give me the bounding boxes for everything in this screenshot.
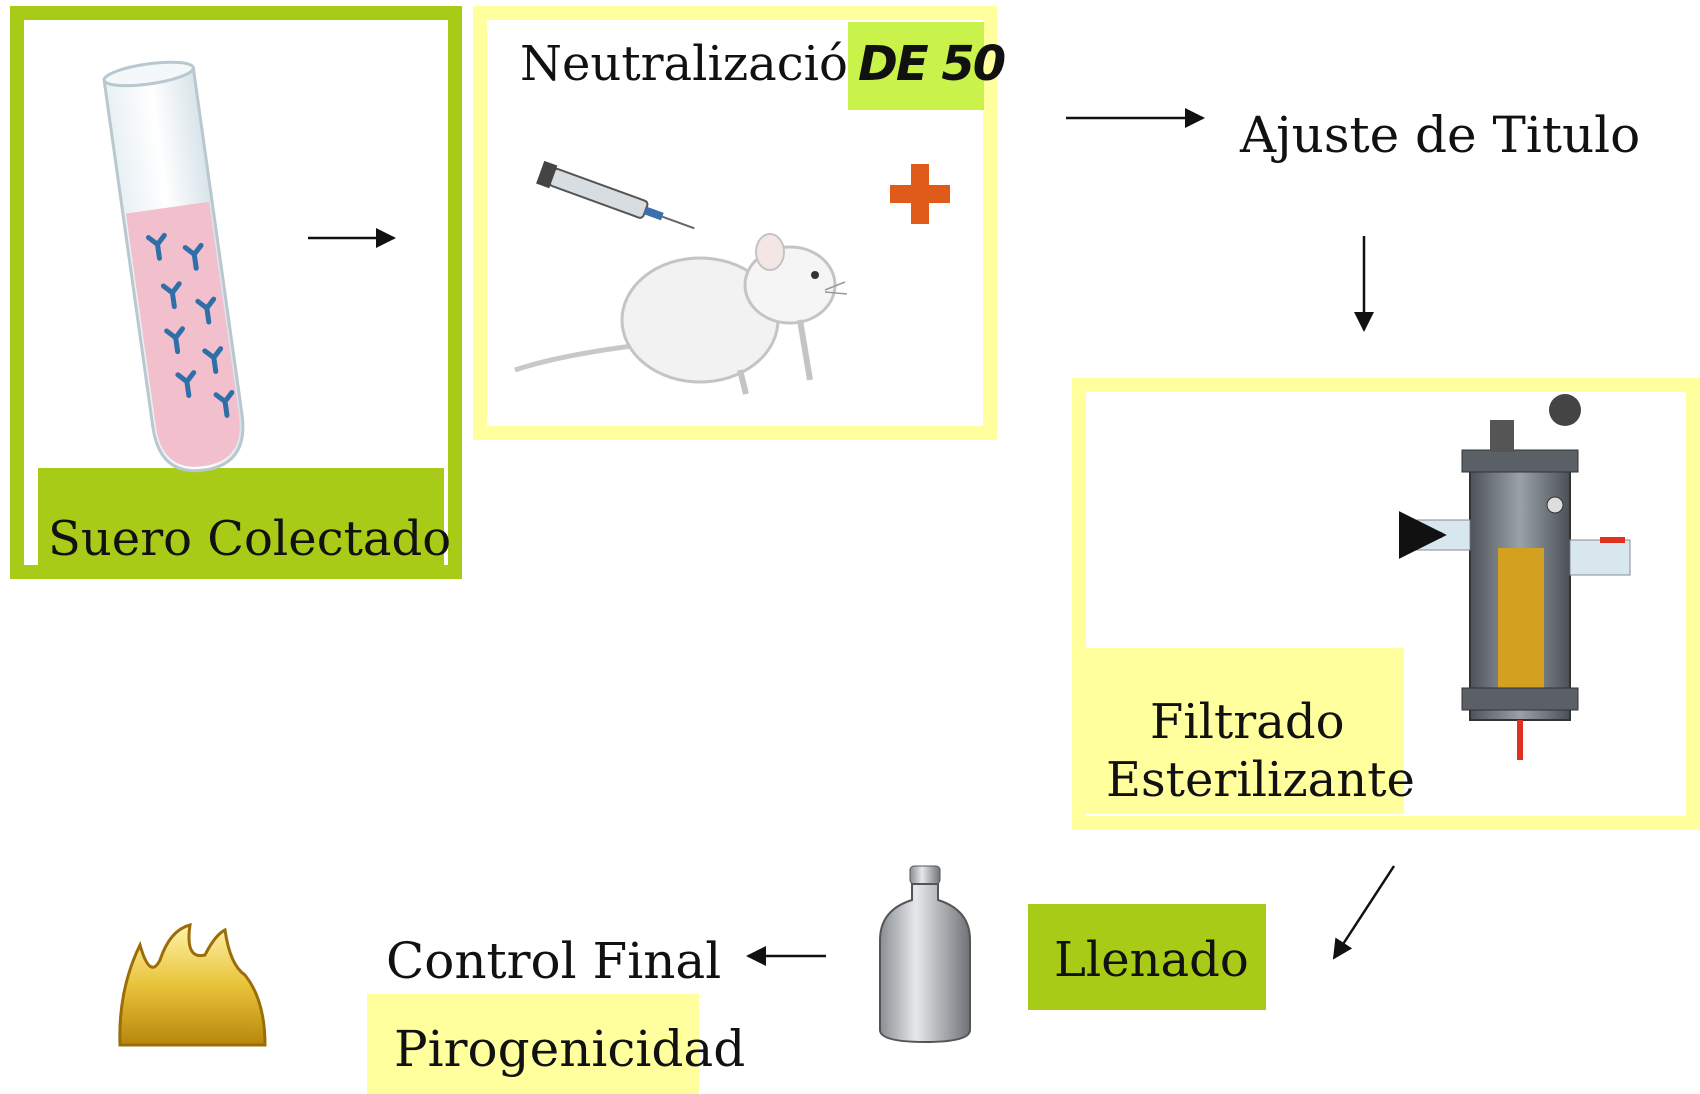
bottle-icon <box>879 865 971 1044</box>
filtrado-label-line2: Esterilizante <box>1106 752 1415 808</box>
rat-icon <box>514 233 848 395</box>
de50-badge-background <box>848 22 984 110</box>
filtrado-label-line1: Filtrado <box>1150 694 1345 750</box>
flame-icon <box>118 923 267 1047</box>
test-tube-icon <box>102 60 245 473</box>
filter-housing-icon <box>1398 394 1631 760</box>
neutralizacion-label: Neutralización <box>520 36 879 92</box>
syringe-icon <box>536 160 695 230</box>
pirogenicidad-label-background <box>367 994 699 1094</box>
de50-badge: DE 50 <box>858 36 1006 92</box>
llenado-label-background <box>1028 904 1266 1010</box>
pirogenicidad-label: Pirogenicidad <box>394 1020 746 1078</box>
suero-label-background <box>38 468 444 574</box>
ajuste-titulo-label: Ajuste de Titulo <box>1240 106 1641 164</box>
arrow-filtrado-to-llenado <box>1332 865 1396 960</box>
filtrado-label-background <box>1086 648 1404 814</box>
llenado-label: Llenado <box>1054 932 1249 988</box>
control-final-label: Control Final <box>386 932 722 990</box>
suero-label: Suero Colectado <box>48 511 452 567</box>
plus-icon <box>890 164 950 224</box>
